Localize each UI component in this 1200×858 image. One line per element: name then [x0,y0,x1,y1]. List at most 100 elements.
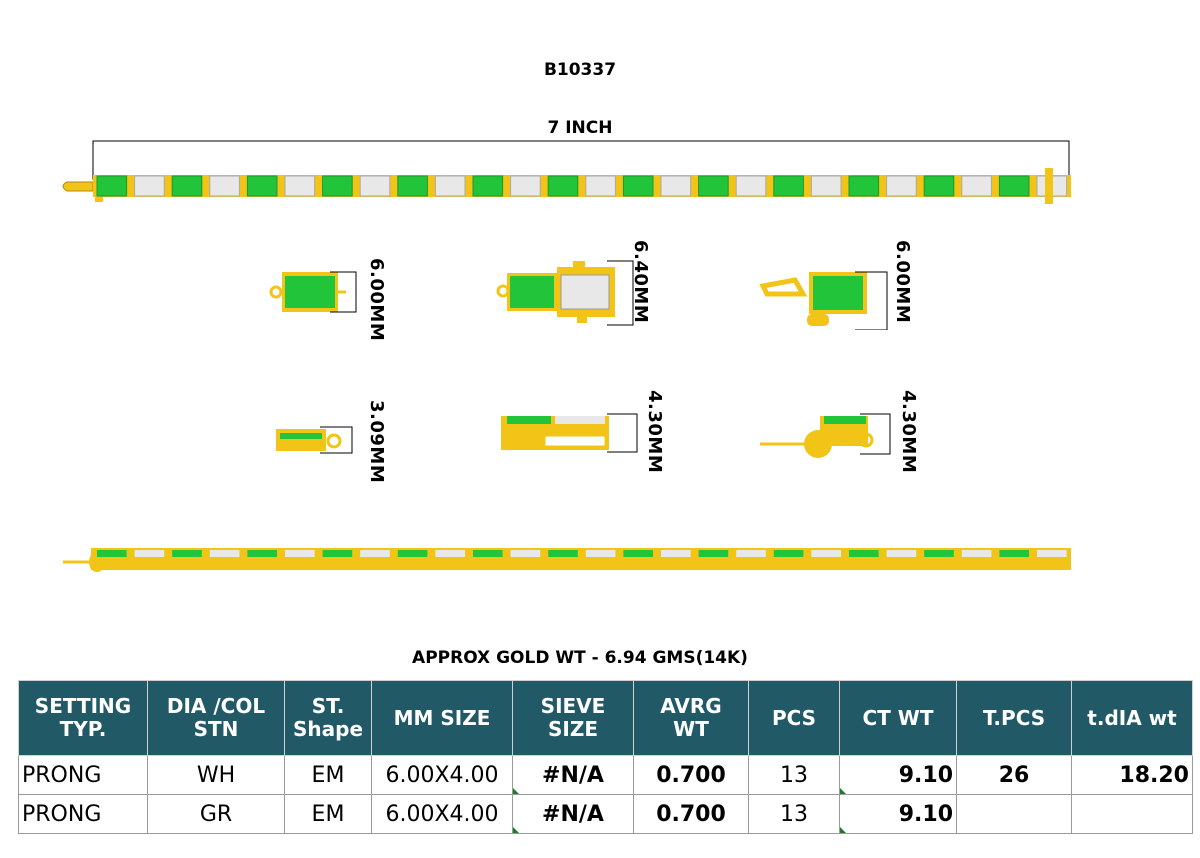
cell-sieve: #N/A [512,794,634,834]
emerald-stone [246,175,278,197]
link-side-view [276,426,353,454]
link-top-view [269,271,357,313]
emerald-stone-side [924,550,954,557]
cell-col: GR [147,794,285,834]
table-row: PRONG GR EM 6.00X4.00 #N/A 0.700 13 9.10 [18,794,1193,834]
bracelet-side-view [63,548,1071,572]
diamond-stone-side [510,550,541,557]
diamond-stone [510,175,541,197]
header-st-shape: ST.Shape [284,680,372,756]
dim-side-right: 4.30MM [898,390,919,474]
header-tdia-wt: t.dIA wt [1071,680,1193,756]
diamond-stone [810,175,842,197]
emerald-stone [622,175,654,197]
cell-ct: 9.10 [839,755,957,795]
diamond-stone [735,175,767,197]
emerald-stone-side [773,550,804,557]
cell-setting: PRONG [18,794,148,834]
emerald-stone [848,175,880,197]
cell-sieve: #N/A [512,755,634,795]
cell-avg: 0.700 [633,794,749,834]
header-ct-wt: CT WT [839,680,957,756]
diamond-stone-side [360,550,390,557]
diamond-stone-side [736,550,766,557]
emerald-stone-side [97,550,127,557]
cell-tdia: 18.20 [1071,755,1193,795]
cell-pcs: 13 [748,755,840,795]
diamond-stone [434,175,466,197]
diamond-stone-side [435,550,465,557]
clasp-link-top-view [496,260,634,326]
emerald-stone-side [473,550,503,557]
emerald-stone-side [172,550,202,557]
emerald-stone [998,175,1030,197]
cell-mm: 6.00X4.00 [371,755,513,795]
length-label: 7 INCH [547,118,613,138]
diamond-stone [585,175,616,197]
table-row: PRONG WH EM 6.00X4.00 #N/A 0.700 13 9.10… [18,755,1193,795]
diamond-stone [961,175,992,197]
cell-shape: EM [284,755,372,795]
cell-ct: 9.10 [839,794,957,834]
emerald-stone-side [548,550,578,557]
emerald-stone-side [999,550,1029,557]
diamond-stone-side [1037,550,1067,557]
emerald-stone-side [397,550,428,557]
emerald-stone-side [247,550,277,557]
diamond-stone [660,175,692,197]
header-pcs: PCS [748,680,840,756]
emerald-stone [773,175,804,197]
emerald-stone-side [849,550,879,557]
cell-tpcs: 26 [956,755,1072,795]
end-link-top-view [759,271,888,330]
diamond-stone-side [209,550,240,557]
diamond-stone-side [961,550,992,557]
cell-tdia [1071,794,1193,834]
dim-top-mid: 6.40MM [630,240,651,324]
emerald-stone [547,175,579,197]
header-tpcs: T.PCS [956,680,1072,756]
emerald-stone [472,175,504,197]
diamond-stone-side [585,550,616,557]
cell-pcs: 13 [748,794,840,834]
diamond-stone-side [285,550,315,557]
bracelet-top-view [62,140,1071,204]
emerald-stone [698,175,729,197]
diamond-stone [886,175,917,197]
emerald-stone-side [322,550,353,557]
dim-top-right: 6.00MM [892,240,913,324]
gold-weight: APPROX GOLD WT - 6.94 GMS(14K) [412,648,748,668]
dim-top-left: 6.00MM [366,258,387,342]
diamond-stone-side [134,550,165,557]
diamond-stone [134,175,165,197]
diamond-stone [209,175,240,197]
emerald-stone-side [623,550,653,557]
diamond-stone [284,175,316,197]
emerald-stone-side [698,550,729,557]
emerald-stone [397,175,428,197]
end-link-side-view [760,413,891,458]
cell-col: WH [147,755,285,795]
diamond-stone-side [661,550,691,557]
cell-mm: 6.00X4.00 [371,794,513,834]
diamond-stone-side [811,550,841,557]
diamond-stone [359,175,391,197]
cell-avg: 0.700 [633,755,749,795]
emerald-stone [923,175,955,197]
design-code: B10337 [543,60,617,80]
emerald-stone [171,175,203,197]
clasp-link-side-view [501,413,638,453]
emerald-stone [322,175,353,197]
dim-side-left: 3.09MM [366,400,387,484]
cell-shape: EM [284,794,372,834]
emerald-stone [96,175,128,197]
cell-setting: PRONG [18,755,148,795]
diamond-stone-side [886,550,917,557]
dim-side-mid: 4.30MM [644,390,665,474]
cell-tpcs [956,794,1072,834]
